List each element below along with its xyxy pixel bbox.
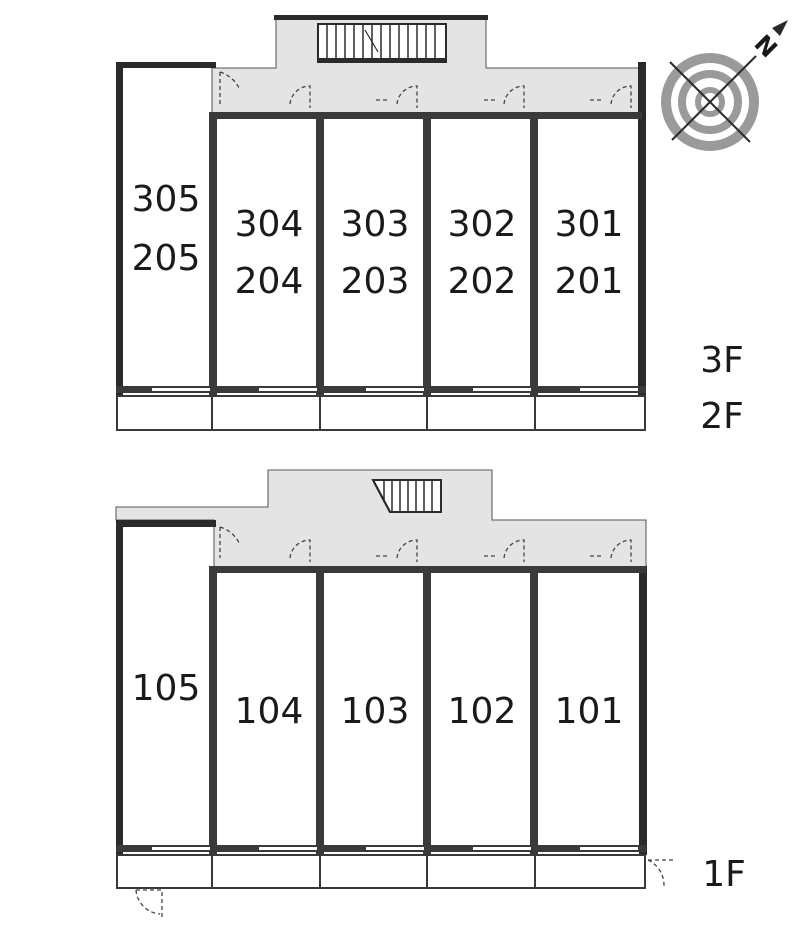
unit-label-104: 104 [235,691,304,732]
upper-stairs [274,15,488,63]
lower-stairs [371,479,442,513]
unit-label-101: 101 [555,691,624,732]
lower-terrace [116,854,646,889]
floor-label-1f: 1F [702,854,746,895]
unit-label-201: 201 [555,261,624,302]
unit-label-102: 102 [448,691,517,732]
lower-unit-labels: 105 104 103 102 101 [132,668,624,732]
upper-balcony [116,395,646,431]
unit-label-301: 301 [555,204,624,245]
lower-block: 105 104 103 102 101 1F [115,469,746,917]
compass-icon: N [661,20,788,151]
unit-label-302: 302 [448,204,517,245]
unit-label-305: 305 [132,179,201,220]
unit-label-202: 202 [448,261,517,302]
upper-unit-labels: 305 205 304 204 303 203 302 202 301 201 [132,179,624,302]
unit-label-304: 304 [235,204,304,245]
unit-label-203: 203 [341,261,410,302]
unit-label-204: 204 [235,261,304,302]
upper-block: 305 205 304 204 303 203 302 202 301 201 … [116,15,744,437]
floor-label-2f: 2F [700,396,744,437]
lower-doors [135,526,676,917]
upper-wall-left [116,62,216,68]
unit-label-103: 103 [341,691,410,732]
upper-doors [219,71,632,108]
floor-label-3f: 3F [700,340,744,381]
unit-label-303: 303 [341,204,410,245]
unit-label-205: 205 [132,238,201,279]
unit-label-105: 105 [132,668,201,709]
